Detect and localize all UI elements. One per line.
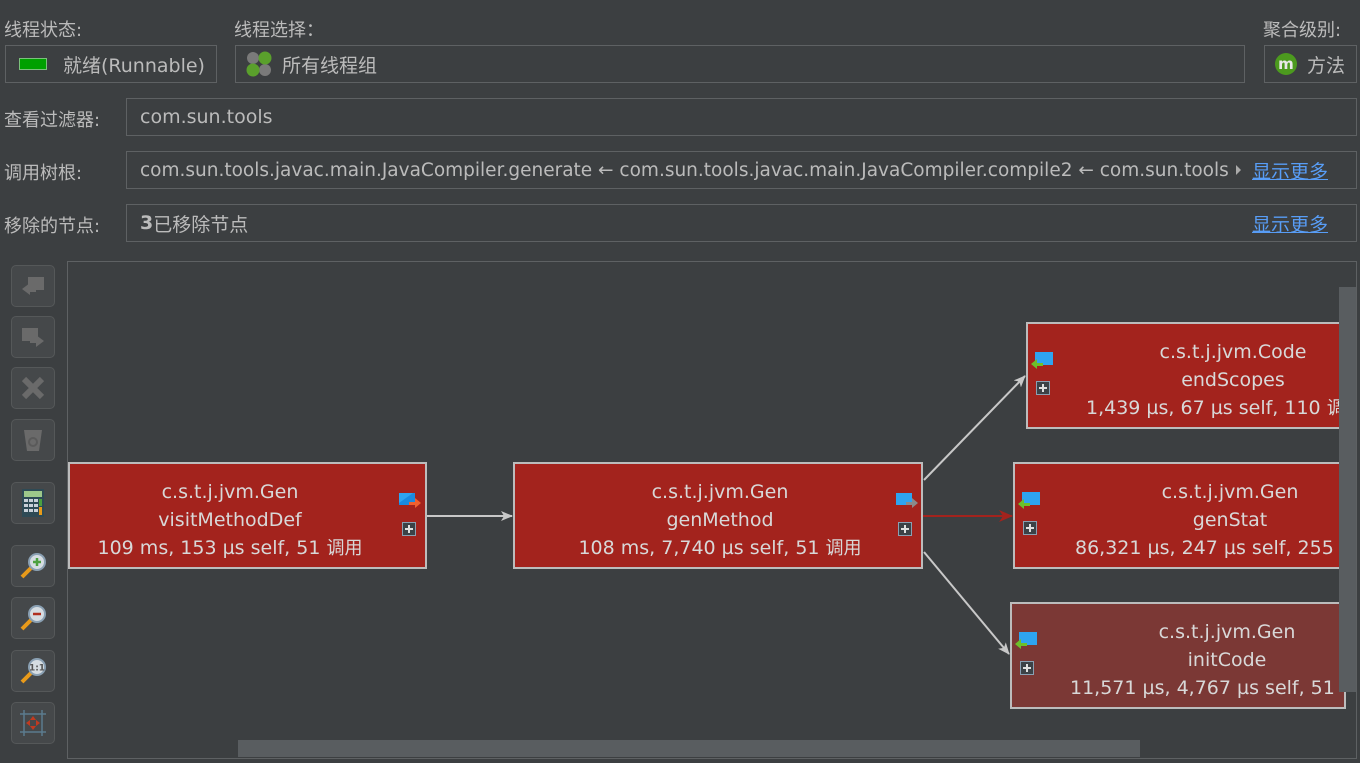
calculator-button[interactable] [11,482,55,524]
node-method: genStat [1192,509,1268,531]
fit-icon [18,708,48,738]
vertical-scrollbar-thumb[interactable] [1339,287,1356,692]
graph-node[interactable]: c.s.t.j.jvm.Gen genStat 86,321 µs, 247 µ… [1013,462,1346,569]
aggregation-label: 聚合级别: [1263,20,1342,41]
removed-show-more-link[interactable]: 显示更多 [1252,213,1329,236]
node-stats: 11,571 µs, 4,767 µs self, 51 [1070,677,1335,699]
node-class: c.s.t.j.jvm.Gen [651,481,789,503]
node-stats: 86,321 µs, 247 µs self, 255 [1075,537,1334,559]
thread-select-value: 所有线程组 [282,54,378,77]
zoom-1to1-icon: 1:1 [18,656,48,686]
node-calls-suffix: 调用 [326,538,363,559]
node-class: c.s.t.j.jvm.Gen [1161,481,1299,503]
thread-state-value: 就绪(Runnable) [63,54,205,77]
node-class: c.s.t.j.jvm.Code [1159,341,1307,363]
expand-node-button[interactable] [402,522,416,536]
method-m-icon: m [1275,53,1297,75]
green-bar-icon [19,58,47,70]
expand-node-button[interactable] [898,522,912,536]
x-icon [20,375,46,401]
zoom-in-button[interactable] [11,545,55,587]
zoom-in-icon [18,551,48,581]
node-stats: 1,439 µs, 67 µs self, 110 [1086,397,1321,419]
view-filter-value: com.sun.tools [140,106,273,128]
node-stats: 108 ms, 7,740 µs self, 51 [578,537,820,559]
back-arrow-icon [20,274,46,298]
call-graph-canvas[interactable]: c.s.t.j.jvm.Gen visitMethodDef 109 ms, 1… [67,261,1357,759]
calculator-icon [22,489,44,517]
outgoing-calls-icon [896,493,918,509]
node-method: initCode [1187,649,1267,671]
incoming-calls-icon [1015,632,1037,649]
forward-arrow-icon [20,325,46,349]
zoom-out-button[interactable] [11,597,55,639]
aggregation-value: 方法 [1307,54,1346,77]
view-filter-label: 查看过滤器: [4,110,101,131]
call-tree-root-label: 调用树根: [4,163,83,184]
node-stats: 109 ms, 153 µs self, 51 [97,537,321,559]
zoom-out-icon [18,603,48,633]
trash-icon [22,427,44,453]
triangle-right-icon [1235,165,1241,175]
node-method: genMethod [666,509,774,531]
edges-layer [426,375,1026,655]
incoming-calls-icon [1031,352,1053,369]
incoming-calls-icon [1018,492,1040,509]
expand-node-button[interactable] [1023,521,1037,535]
call-tree-show-more-link[interactable]: 显示更多 [1252,160,1329,183]
node-method: endScopes [1181,369,1285,391]
thread-state-select[interactable]: 就绪(Runnable) [5,45,217,83]
removed-count: 3 [140,212,154,234]
call-tree-root-field: com.sun.tools.javac.main.JavaCompiler.ge… [126,151,1357,189]
removed-nodes-text: 已移除节点 [153,213,249,236]
graph-node[interactable]: c.s.t.j.jvm.Gen initCode 11,571 µs, 4,76… [1010,602,1346,709]
expand-forward-button[interactable] [11,316,55,358]
zoom-actual-button[interactable]: 1:1 [11,650,55,692]
fit-content-button[interactable] [11,702,55,744]
node-class: c.s.t.j.jvm.Gen [1158,621,1296,643]
trash-button[interactable] [11,419,55,461]
removed-nodes-label: 移除的节点: [4,216,101,237]
graph-node[interactable]: c.s.t.j.jvm.Gen visitMethodDef 109 ms, 1… [68,462,427,569]
expand-node-button[interactable] [1036,381,1050,395]
call-tree-root-value: com.sun.tools.javac.main.JavaCompiler.ge… [140,159,1229,181]
edge-genMethod-initCode [923,551,1010,655]
graph-node[interactable]: c.s.t.j.jvm.Gen genMethod 108 ms, 7,740 … [513,462,923,569]
svg-text:1:1: 1:1 [29,664,45,674]
outgoing-calls-icon [399,493,421,509]
thread-state-label: 线程状态: [4,20,83,41]
thread-group-icon [246,51,272,77]
expand-node-button[interactable] [1020,661,1034,675]
removed-nodes-field: 3 已移除节点 显示更多 [126,204,1357,242]
remove-button[interactable] [11,367,55,409]
node-calls-suffix: 调用 [825,538,862,559]
thread-select-label: 线程选择： [234,20,324,41]
graph-node[interactable]: c.s.t.j.jvm.Code endScopes 1,439 µs, 67 … [1026,322,1346,429]
thread-select-dropdown[interactable]: 所有线程组 [235,45,1245,83]
expand-back-button[interactable] [11,265,55,307]
horizontal-scrollbar-thumb[interactable] [238,740,1140,757]
node-method: visitMethodDef [158,509,302,531]
edge-genMethod-endScopes [923,375,1026,481]
view-filter-input[interactable]: com.sun.tools [126,98,1357,136]
aggregation-select[interactable]: m 方法 [1264,45,1357,83]
node-class: c.s.t.j.jvm.Gen [161,481,299,503]
